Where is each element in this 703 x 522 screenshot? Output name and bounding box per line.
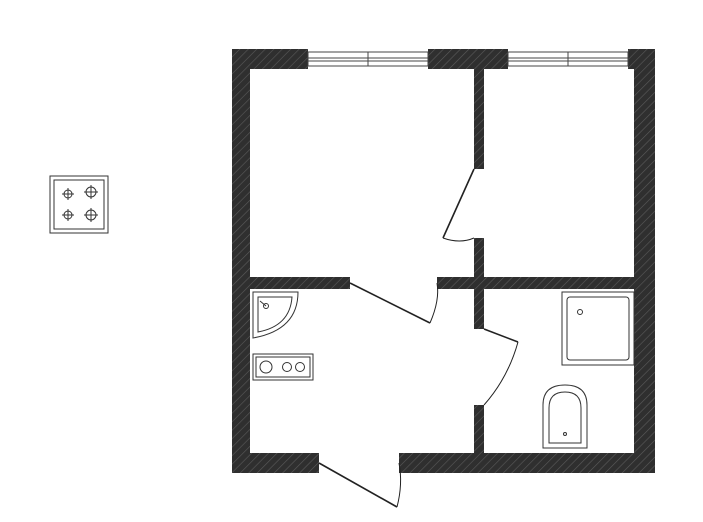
bottom-wall-right (399, 453, 655, 473)
stove-icon (49, 175, 109, 234)
burner (62, 188, 74, 200)
hob-icon (252, 353, 314, 381)
partition-horizontal-right (437, 277, 634, 289)
doors (318, 168, 519, 508)
windows (307, 51, 629, 67)
bathroom-wall-top (474, 289, 484, 329)
bathroom-wall-bottom (474, 405, 484, 453)
right-wall (634, 49, 655, 473)
burner (84, 208, 98, 222)
door-entrance (318, 462, 402, 508)
toilet (542, 384, 588, 449)
bottom-wall-left (232, 453, 319, 473)
left-wall (232, 49, 250, 473)
partition-upper (474, 69, 484, 169)
walls (232, 49, 655, 473)
window-left (307, 51, 429, 67)
partition-upper-lower (474, 238, 484, 278)
door-upper-rooms (442, 168, 475, 242)
door-room-left (349, 282, 439, 324)
top-wall-left (232, 49, 308, 69)
partition-horizontal-left (250, 277, 350, 289)
top-wall-middle (428, 49, 508, 69)
shower-tray (561, 291, 635, 366)
burner (84, 185, 98, 199)
corner-sink (252, 291, 299, 339)
door-bathroom (483, 328, 519, 406)
window-right (507, 51, 629, 67)
burner (62, 209, 74, 221)
